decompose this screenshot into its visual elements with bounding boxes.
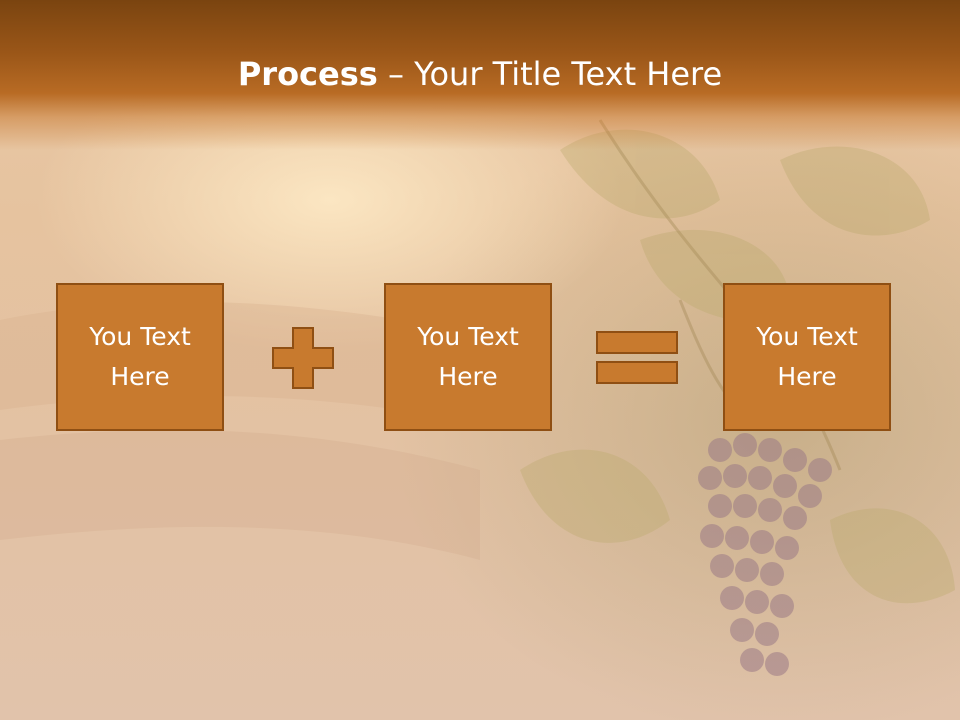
slide-title: Process – Your Title Text Here [0,52,960,96]
process-box-3-label: You Text Here [756,322,858,391]
process-box-3: You Text Here [723,283,891,431]
process-box-1: You Text Here [56,283,224,431]
equals-icon [596,331,678,384]
title-bold: Process [237,55,378,93]
process-box-2: You Text Here [384,283,552,431]
process-box-2-label: You Text Here [417,322,519,391]
title-rest: – Your Title Text Here [377,55,723,93]
process-box-1-label: You Text Here [89,322,191,391]
plus-icon [272,327,334,389]
title-bar [0,0,960,150]
